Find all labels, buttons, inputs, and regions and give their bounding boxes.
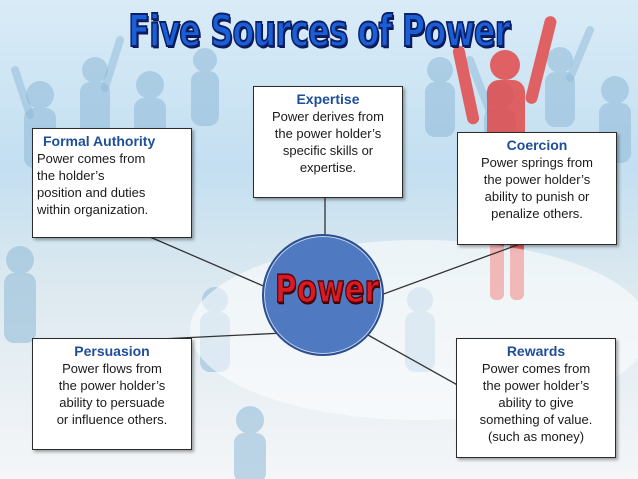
- expertise-heading: Expertise: [258, 90, 398, 108]
- coercion-heading: Coercion: [462, 136, 612, 154]
- coercion-box: Coercion Power springs from the power ho…: [457, 132, 617, 245]
- connector-coercion: [378, 244, 520, 296]
- power-hub-label: Power: [275, 267, 367, 311]
- rewards-text: Power comes from the power holder’s abil…: [461, 360, 611, 445]
- persuasion-box: Persuasion Power flows from the power ho…: [32, 338, 192, 450]
- formal-authority-box: Formal Authority Power comes from the ho…: [32, 128, 192, 238]
- coercion-text: Power springs from the power holder’s ab…: [462, 154, 612, 222]
- rewards-box: Rewards Power comes from the power holde…: [456, 338, 616, 458]
- rewards-heading: Rewards: [461, 342, 611, 360]
- formal-authority-heading: Formal Authority: [37, 132, 187, 150]
- persuasion-heading: Persuasion: [37, 342, 187, 360]
- expertise-text: Power derives from the power holder’s sp…: [258, 108, 398, 176]
- formal-authority-text: Power comes from the holder’s position a…: [37, 150, 187, 218]
- persuasion-text: Power flows from the power holder’s abil…: [37, 360, 187, 428]
- connector-rewards: [368, 335, 470, 392]
- connector-formal-authority: [150, 237, 268, 288]
- expertise-box: Expertise Power derives from the power h…: [253, 86, 403, 198]
